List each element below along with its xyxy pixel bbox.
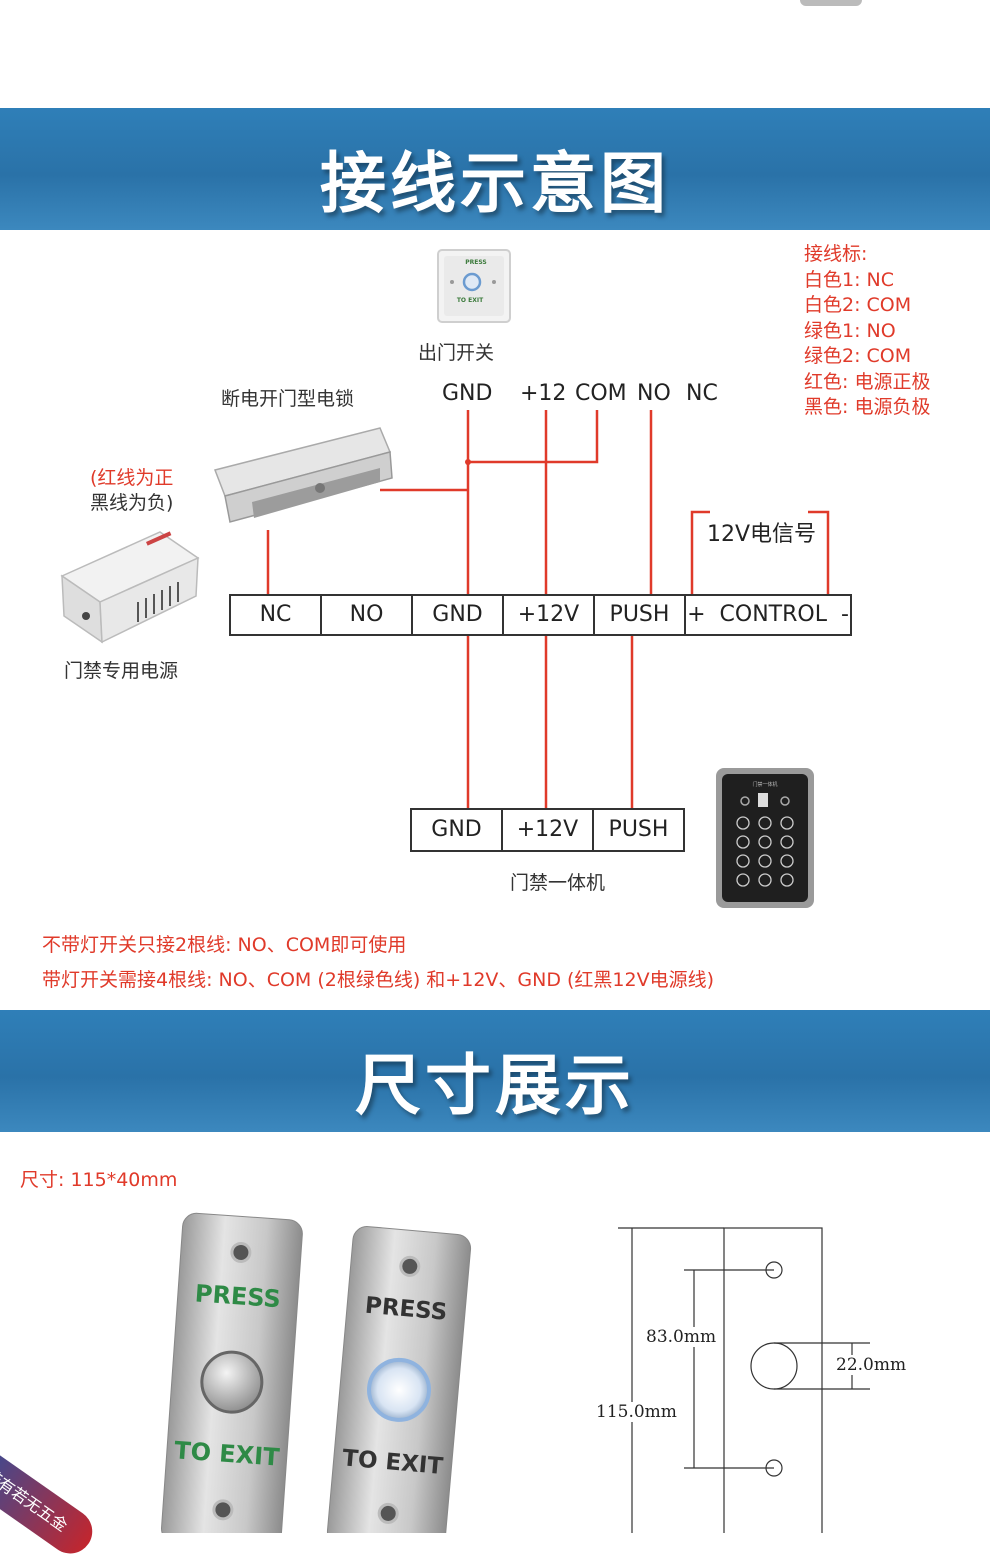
dimension-83: 83.0mm xyxy=(646,1327,717,1347)
legend-item: 绿色2: COM xyxy=(804,345,912,367)
dimension-115: 115.0mm xyxy=(596,1402,677,1422)
wiring-note-2: 带灯开关需接4根线: NO、COM (2根绿色线) 和+12V、GND (红黑1… xyxy=(42,969,715,991)
legend-item: 白色1: NC xyxy=(804,268,895,291)
exit-button-text-press: PRESS xyxy=(465,259,487,266)
controller-terminal-push: PUSH xyxy=(608,817,669,842)
lock-label: 断电开门型电锁 xyxy=(221,388,355,410)
panel-led-button: PRESS TO EXIT xyxy=(326,1226,472,1533)
controller-terminal-gnd: GND xyxy=(412,810,503,850)
main-terminal-gnd: GND xyxy=(413,596,504,634)
section-banner-wiring: 接线示意图 xyxy=(0,108,990,230)
controller-keypad xyxy=(736,816,794,887)
wires xyxy=(266,410,830,808)
wiring-diagram: PRESS TO EXIT 门禁一体机 xyxy=(60,249,830,908)
mount-hole-top-icon xyxy=(765,1261,783,1279)
exit-button-text-exit: TO EXIT xyxy=(457,297,484,304)
exit-button-label: 出门开关 xyxy=(418,342,495,364)
switch-terminal-com: COM xyxy=(575,381,627,406)
legend-item: 白色2: COM xyxy=(804,294,912,316)
main-terminal-12v: +12V xyxy=(504,596,595,634)
power-polarity-red: (红线为正 xyxy=(90,467,174,489)
legend-item: 黑色: 电源负极 xyxy=(804,396,931,418)
access-controller-image: 门禁一体机 xyxy=(716,768,814,908)
section-banner-size: 尺寸展示 xyxy=(0,1010,990,1132)
power-polarity-black: 黑线为负) xyxy=(90,492,174,514)
dimension-22: 22.0mm xyxy=(836,1355,907,1375)
magnetic-lock-image xyxy=(213,427,393,523)
section-title-wiring: 接线示意图 xyxy=(320,145,670,222)
exit-button-led-icon xyxy=(462,272,482,292)
button-hole-icon xyxy=(750,1342,798,1390)
panel2-screw-icon xyxy=(399,1255,421,1277)
section-title-size: 尺寸展示 xyxy=(355,1047,635,1124)
main-terminal-no: NO xyxy=(322,596,413,634)
exit-button-image: PRESS TO EXIT xyxy=(437,249,511,323)
power-supply-image xyxy=(60,531,200,644)
top-strip xyxy=(0,0,990,108)
wire-color-legend: 接线标: 白色1: NC 白色2: COM 绿色1: NO 绿色2: COM 红… xyxy=(804,242,930,421)
panel1-push-button-icon xyxy=(200,1350,264,1414)
power-supply-socket-icon xyxy=(82,612,90,620)
product-edge-remnant xyxy=(800,0,862,6)
main-terminal-nc: NC xyxy=(231,596,322,634)
panel-plain-button: PRESS TO EXIT xyxy=(161,1212,303,1533)
controller-terminal-12v: +12V xyxy=(503,810,594,850)
panel2-led-button-icon xyxy=(367,1357,432,1422)
lock-screw-icon xyxy=(315,483,325,493)
power-supply-label: 门禁专用电源 xyxy=(64,660,179,682)
signal-label: 12V电信号 xyxy=(707,522,817,547)
switch-terminal-12: +12 xyxy=(520,381,567,406)
legend-item: 红色: 电源正极 xyxy=(804,370,931,393)
switch-terminal-gnd: GND xyxy=(442,381,493,406)
size-label: 尺寸: 115*40mm xyxy=(20,1169,178,1191)
legend-item: 绿色1: NO xyxy=(804,319,896,342)
switch-terminal-no: NO xyxy=(637,381,671,406)
wiring-note-1: 不带灯开关只接2根线: NO、COM即可使用 xyxy=(42,934,407,956)
controller-brand-text: 门禁一体机 xyxy=(752,781,777,788)
main-terminal-block: NC NO GND +12V PUSH + CONTROL - xyxy=(229,594,852,636)
panel1-screw-icon xyxy=(230,1241,252,1263)
mount-hole-bottom-icon xyxy=(765,1459,783,1477)
controller-label: 门禁一体机 xyxy=(510,872,606,894)
dimension-drawing xyxy=(618,1227,870,1533)
legend-title: 接线标: xyxy=(804,243,868,265)
controller-terminal-block: GND +12V PUSH xyxy=(410,808,685,852)
main-terminal-push: PUSH xyxy=(595,596,686,634)
power-polarity-note: (红线为正 黑线为负) xyxy=(90,466,173,516)
switch-terminal-nc: NC xyxy=(686,381,718,406)
size-illustration: PRESS TO EXIT PRESS TO EXIT xyxy=(161,1212,870,1533)
main-terminal-control: + CONTROL - xyxy=(687,602,849,627)
panel1-text-press: PRESS xyxy=(194,1279,282,1313)
